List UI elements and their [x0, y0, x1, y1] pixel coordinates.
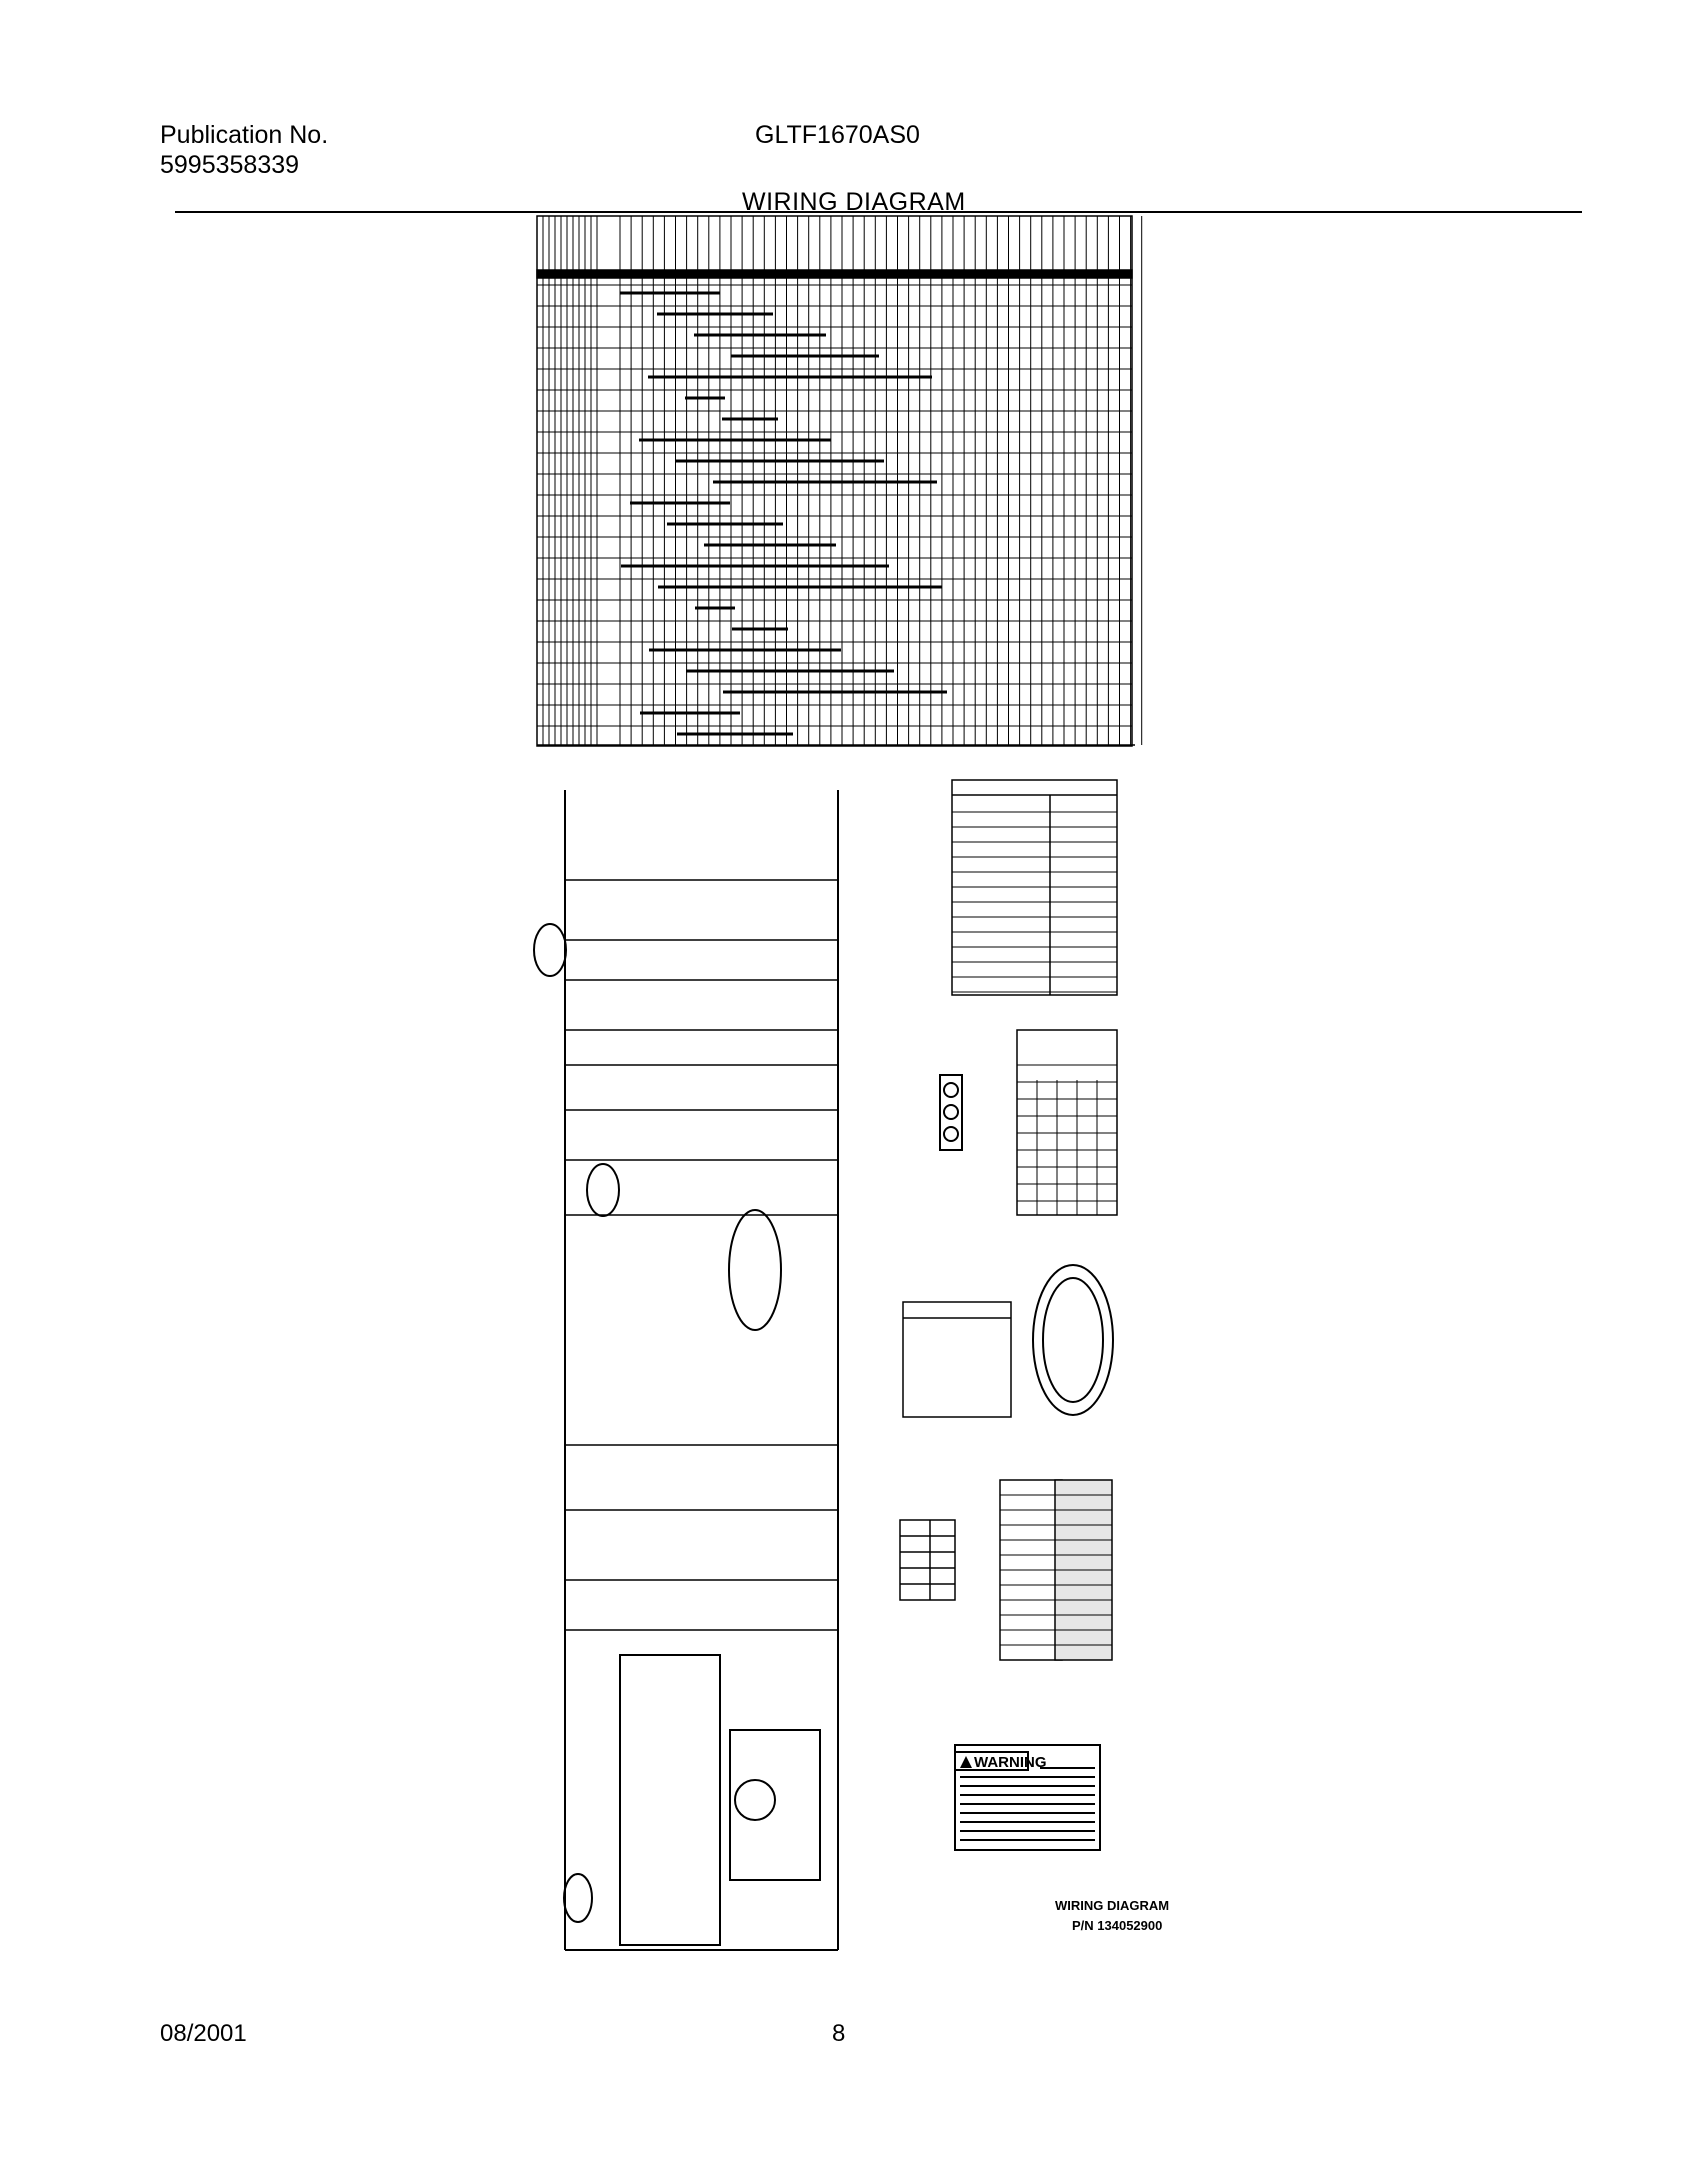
footer-date: 08/2001	[160, 2020, 247, 2047]
model-number: GLTF1670AS0	[755, 121, 920, 149]
speed-switch-table	[899, 1519, 956, 1601]
temperature-switch-table	[1016, 1029, 1118, 1216]
schematic	[533, 790, 839, 1951]
warning-heading: WARNING	[974, 1754, 1047, 1771]
page-number: 8	[832, 2020, 846, 2047]
water-level-switch	[1032, 1264, 1114, 1416]
title-rule	[175, 211, 1582, 213]
publication-label: Publication No.	[160, 121, 329, 149]
diagram-label-part-number: P/N 134052900	[1072, 1918, 1162, 1933]
motor-plug	[939, 1074, 963, 1151]
component-resistance-table	[951, 779, 1118, 996]
timer-plug	[999, 1479, 1113, 1661]
diagram-label-title: WIRING DIAGRAM	[1055, 1898, 1169, 1913]
publication-number: 5995358339	[160, 151, 300, 179]
wiring-codes-box	[902, 1301, 1012, 1418]
warning-box: WARNING	[954, 1744, 1101, 1851]
timer-chart	[536, 215, 1143, 747]
